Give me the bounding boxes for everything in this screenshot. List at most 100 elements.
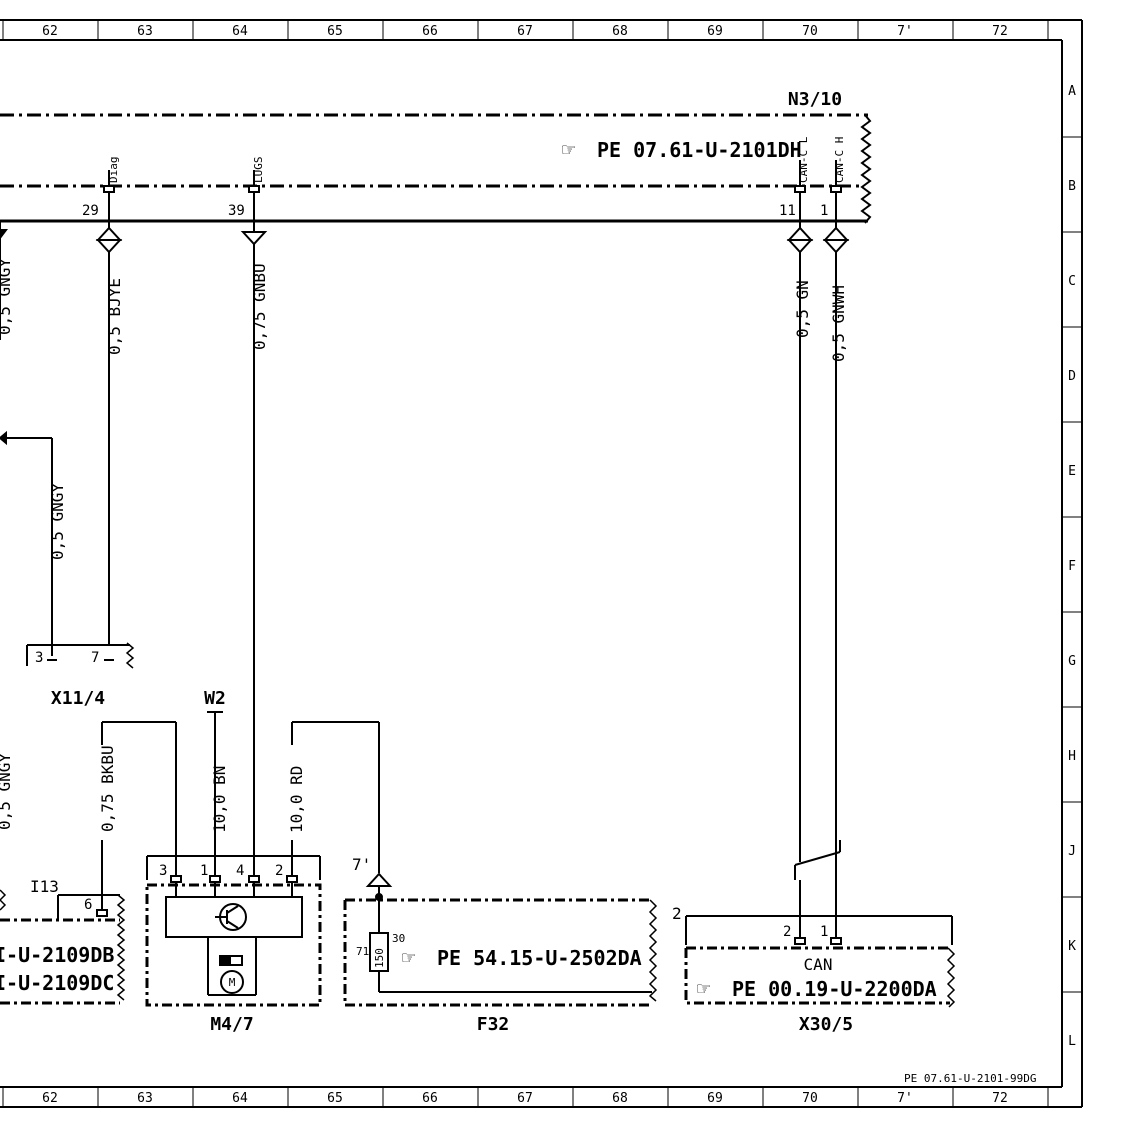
row-label: A	[1068, 84, 1076, 99]
col-label: 72	[992, 1091, 1008, 1106]
col-label: 68	[612, 24, 628, 39]
col-label: 63	[137, 1091, 153, 1106]
component-label-m4-7: M4/7	[210, 1014, 253, 1035]
row-label: D	[1068, 369, 1076, 384]
control-unit-n3-10	[0, 113, 872, 224]
column-ruler-top: 62 63 64 65 66 67 68 69 70 7' 72	[42, 24, 1008, 39]
bus-label-can: CAN	[804, 955, 833, 974]
pin-number-29: 29	[82, 203, 99, 219]
component-label-x11-4: X11/4	[51, 688, 105, 709]
wire-label-w2: 10,0 BN	[210, 766, 229, 833]
component-label-w2: W2	[204, 688, 226, 709]
column-ruler-bottom: 62 63 64 65 66 67 68 69 70 7' 72	[42, 1091, 1008, 1106]
col-label: 67	[517, 1091, 533, 1106]
row-label: E	[1068, 464, 1076, 479]
motor-icon: M	[229, 976, 236, 989]
component-label-f32: F32	[477, 1014, 510, 1035]
jump-label-f32: 7'	[352, 855, 371, 874]
signal-label-can-c-l: CAN-C L	[797, 136, 810, 183]
reference-x30-5: ☞ PE 00.19-U-2200DA	[697, 977, 937, 1002]
cut-wire-label-lower: 0,5 GNGY	[0, 753, 14, 830]
col-label: 7'	[897, 1091, 913, 1106]
pin-number-x11-3: 3	[35, 650, 43, 666]
signal-label-can-c-h: CAN-C H	[833, 137, 846, 183]
pin-number-x30-1: 1	[820, 924, 828, 940]
fuse-rating: 150	[373, 948, 386, 968]
col-label: 68	[612, 1091, 628, 1106]
col-label: 7'	[897, 24, 913, 39]
pin-number-i13-6: 6	[84, 897, 92, 913]
pin-number-11: 11	[779, 203, 796, 219]
pin-number-x11-7: 7	[91, 650, 99, 666]
frame	[0, 19, 1083, 1108]
col-label: 64	[232, 24, 248, 39]
cut-wire-label: 0,5 GNGY	[0, 258, 14, 335]
jump-label-x30: 2	[672, 904, 682, 923]
col-label: 62	[42, 24, 58, 39]
col-label: 65	[327, 24, 343, 39]
pin-number-m4-3: 3	[159, 863, 167, 879]
reference-text: PE 54.15-U-2502DA	[437, 946, 642, 970]
row-ruler: A B C D E F G H J K L	[1068, 84, 1076, 1049]
component-label-n3-10: N3/10	[788, 89, 842, 110]
pin-number-x30-2: 2	[783, 924, 791, 940]
reference-text: PE 07.61-U-2101DH	[597, 138, 802, 162]
col-label: 69	[707, 24, 723, 39]
col-label: 69	[707, 1091, 723, 1106]
wire-can-c-h	[822, 160, 850, 945]
col-label: 64	[232, 1091, 248, 1106]
wire-diag	[95, 170, 123, 645]
row-label: G	[1068, 654, 1076, 669]
wire-label-lugs: 0,75 GNBU	[250, 263, 269, 350]
wire-label-x11-4: 0,5 GNGY	[48, 483, 67, 560]
ground-w2	[207, 711, 223, 880]
hand-pointer-icon: ☞	[697, 977, 710, 1002]
col-label: 66	[422, 1091, 438, 1106]
col-label: 70	[802, 24, 818, 39]
hand-pointer-icon: ☞	[562, 138, 575, 163]
connector-x11-4	[0, 430, 135, 669]
wire-can-c-l	[786, 160, 841, 945]
reference-i13-line2: I-U-2109DC	[0, 971, 114, 995]
reference-i13-line1: I-U-2109DB	[0, 943, 114, 967]
fuse-box-f32	[343, 872, 658, 1007]
row-label: F	[1068, 559, 1076, 574]
wire-rd	[291, 721, 380, 876]
wire-label-diag: 0,5 BJYE	[105, 278, 124, 355]
row-label: J	[1068, 844, 1076, 859]
fuse-terminal: 30	[392, 932, 405, 945]
col-label: 62	[42, 1091, 58, 1106]
signal-label-lugs: LUGS	[252, 157, 265, 184]
hand-pointer-icon: ☞	[402, 946, 415, 971]
row-label: K	[1068, 939, 1076, 954]
signal-label-diag: Diag	[107, 157, 120, 184]
row-label: B	[1068, 179, 1076, 194]
wire-label-can-c-l: 0,5 GN	[793, 280, 812, 338]
col-label: 72	[992, 24, 1008, 39]
component-label-x30-5: X30/5	[799, 1014, 853, 1035]
row-label: L	[1068, 1034, 1076, 1049]
col-label: 63	[137, 24, 153, 39]
cut-wire-left	[0, 221, 8, 340]
connector-i13	[0, 721, 177, 1005]
reference-n3-10: ☞ PE 07.61-U-2101DH	[562, 138, 802, 163]
wire-label-can-c-h: 0,5 GNWH	[829, 285, 848, 362]
wire-label-rd: 10,0 RD	[287, 766, 306, 833]
row-label: H	[1068, 749, 1076, 764]
pin-number-m4-2: 2	[275, 863, 283, 879]
pin-number-m4-4: 4	[236, 863, 244, 879]
row-label: C	[1068, 274, 1076, 289]
footer-reference: PE 07.61-U-2101-99DG	[904, 1072, 1036, 1085]
reference-f32: ☞ PE 54.15-U-2502DA	[402, 946, 642, 971]
reference-text: PE 00.19-U-2200DA	[732, 977, 937, 1001]
wire-lugs	[240, 170, 268, 880]
pin-number-1: 1	[820, 203, 828, 219]
col-label: 70	[802, 1091, 818, 1106]
wire-label-i13: 0,75 BKBU	[98, 745, 117, 832]
connector-x30-5	[684, 915, 956, 1008]
motor-m4-7	[145, 855, 322, 1007]
component-label-i13: I13	[30, 877, 59, 896]
col-label: 66	[422, 24, 438, 39]
pin-number-39: 39	[228, 203, 245, 219]
